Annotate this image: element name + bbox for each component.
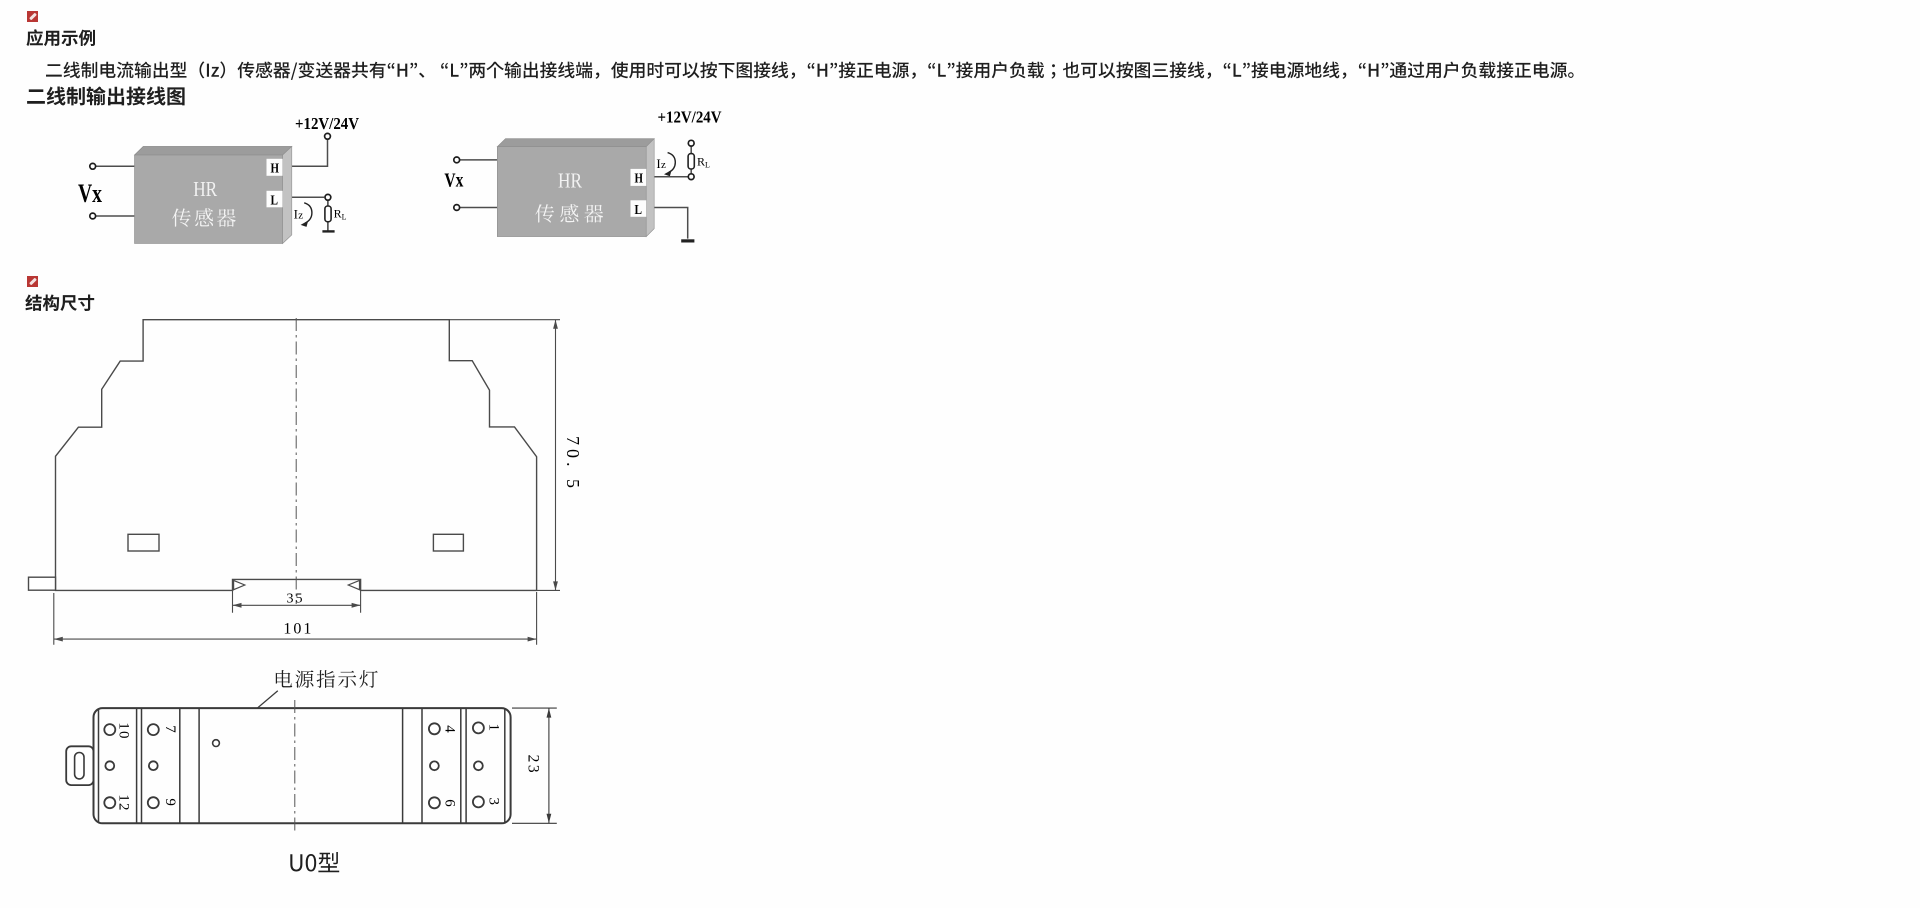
- svg-text:L: L: [705, 161, 710, 170]
- svg-text:z: z: [298, 209, 303, 221]
- svg-text:H: H: [271, 162, 280, 177]
- svg-text:23: 23: [525, 755, 542, 776]
- svg-text:L: L: [271, 194, 279, 209]
- svg-text:+12V/24V: +12V/24V: [295, 114, 360, 133]
- svg-text:12: 12: [115, 794, 131, 811]
- svg-text:L: L: [635, 203, 643, 218]
- svg-text:1: 1: [486, 724, 502, 733]
- svg-text:10: 10: [115, 722, 131, 739]
- svg-text:HR: HR: [558, 168, 582, 192]
- svg-text:R: R: [697, 155, 705, 169]
- svg-text:35: 35: [287, 591, 305, 606]
- svg-text:3: 3: [486, 798, 502, 807]
- svg-text:7: 7: [162, 725, 178, 734]
- svg-text:I: I: [656, 156, 660, 171]
- svg-text:4: 4: [442, 725, 458, 734]
- svg-text:101: 101: [283, 621, 313, 638]
- svg-text:HR: HR: [193, 177, 217, 201]
- svg-text:I: I: [294, 206, 298, 221]
- svg-text:L: L: [342, 213, 347, 222]
- svg-text:H: H: [635, 172, 644, 187]
- svg-text:Vx: Vx: [78, 179, 102, 208]
- svg-text:+12V/24V: +12V/24V: [658, 108, 723, 127]
- svg-text:6: 6: [442, 799, 458, 808]
- svg-text:z: z: [661, 159, 666, 171]
- svg-text:Vx: Vx: [444, 170, 463, 192]
- svg-text:9: 9: [162, 798, 178, 807]
- svg-text:R: R: [334, 207, 342, 221]
- svg-text:70. 5: 70. 5: [563, 436, 583, 492]
